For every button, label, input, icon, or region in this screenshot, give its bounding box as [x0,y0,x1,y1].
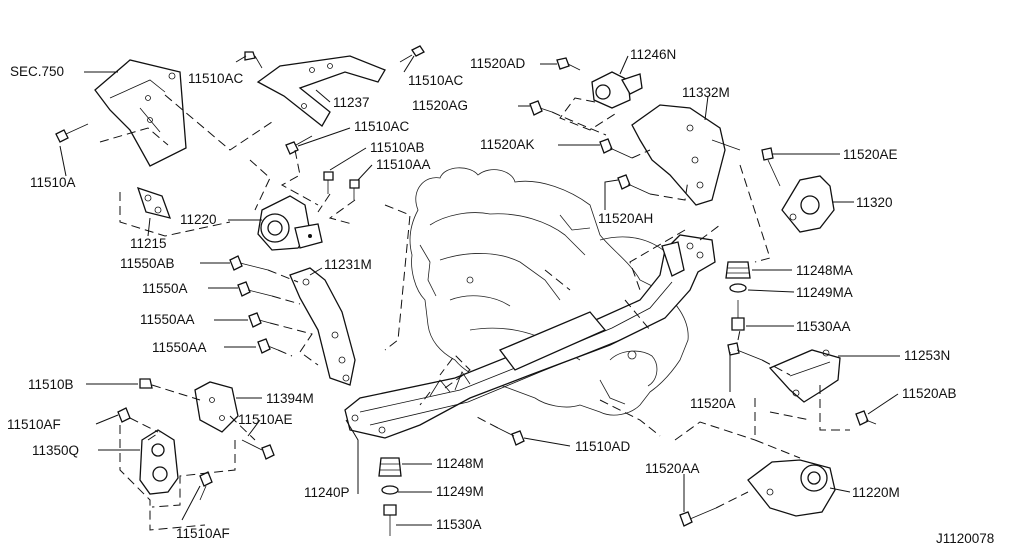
label-11520AH: 11520AH [598,211,654,226]
insulator-11220 [257,195,323,251]
bracket-11253N [768,349,841,403]
label-11510AA-top: 11510AA [376,157,431,172]
label-11530A: 11530A [436,517,482,532]
label-11510AF-lower: 11510AF [176,526,230,541]
stack-11248M [378,457,402,536]
label-11510AD: 11510AD [575,439,631,454]
label-11550AB: 11550AB [120,256,175,271]
label-11237: 11237 [333,95,370,110]
label-11394M: 11394M [266,391,314,406]
bracket-11231M [289,267,356,386]
insulator-11350Q [139,429,179,495]
label-11520AD: 11520AD [470,56,526,71]
label-11240P: 11240P [304,485,350,500]
label-11550AA-lower: 11550AA [152,340,207,355]
label-11520AB: 11520AB [902,386,957,401]
label-11550AA-upper: 11550AA [140,312,195,327]
insulator-11320 [781,175,835,233]
label-11248M: 11248M [436,456,484,471]
label-11248MA: 11248MA [796,263,853,278]
label-11220: 11220 [180,212,217,227]
label-11520A: 11520A [690,396,736,411]
part-11246N [591,71,643,109]
label-11246N: 11246N [630,47,677,62]
label-11520AE: 11520AE [843,147,898,162]
label-11253N: 11253N [904,348,951,363]
bracket-11237 [256,55,386,127]
plate-11215 [136,186,172,219]
bracket-11394M [194,381,239,433]
label-11510A: 11510A [30,175,76,190]
label-11510AF-upper: 11510AF [7,417,61,432]
leader-lines [59,55,900,526]
label-11520AK: 11520AK [480,137,535,152]
label-11510AE: 11510AE [238,412,293,427]
label-11220M: 11220M [852,485,900,500]
assembly-lines [99,94,850,531]
label-11510AC-mid: 11510AC [354,119,410,134]
bracket-11332M [631,104,741,206]
label-11520AA: 11520AA [645,461,700,476]
label-11510AB-top: 11510AB [370,140,425,155]
crossmember-11240P [344,234,716,439]
label-11320: 11320 [856,195,893,210]
diagram-code: J1120078 [936,531,995,546]
label-11249MA: 11249MA [796,285,853,300]
label-11215: 11215 [130,236,167,251]
label-11510AC-left: 11510AC [188,71,244,86]
sec750-bracket [94,59,187,167]
label-11231M: 11231M [324,257,372,272]
label-11530AA: 11530AA [796,319,851,334]
insulator-11220M [747,459,836,517]
stack-11248MA [725,261,751,331]
label-11249M: 11249M [436,484,484,499]
label-11510AC-right: 11510AC [408,73,464,88]
label-11550A: 11550A [142,281,188,296]
label-11520AG: 11520AG [412,98,469,113]
engine-outline [409,167,689,416]
label-11350Q: 11350Q [32,443,80,458]
bolts [55,45,877,527]
label-11332M: 11332M [682,85,730,100]
label-sec750: SEC.750 [10,64,65,79]
label-11510B: 11510B [28,377,74,392]
